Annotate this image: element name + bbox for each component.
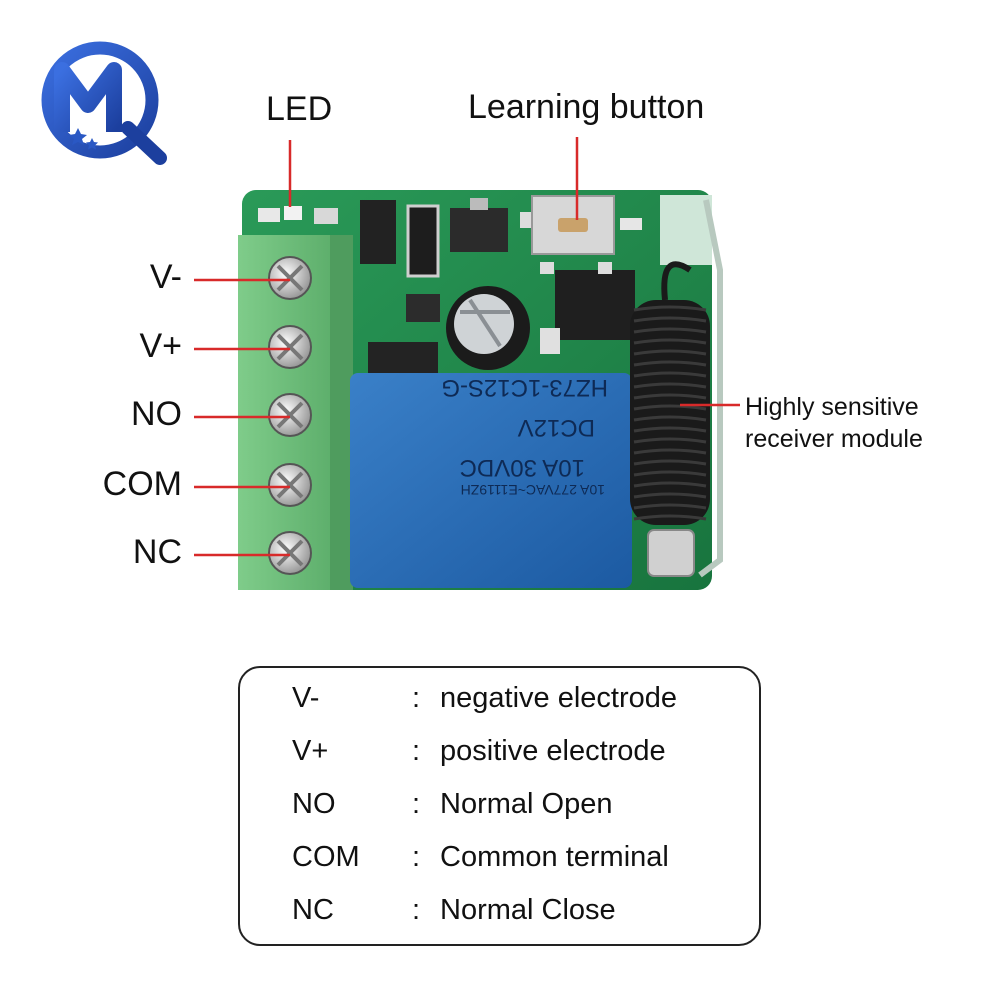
legend-colon: : (412, 735, 421, 767)
coil-turn (633, 393, 707, 400)
legend-abbr: COM (292, 841, 360, 873)
coil-turn (633, 327, 707, 334)
legend-colon: : (412, 894, 421, 926)
legend-colon: : (412, 841, 421, 873)
legend-colon: : (412, 788, 421, 820)
legend-description: positive electrode (440, 735, 666, 767)
relay-text-4: HZ73-1C12S-G (441, 374, 608, 401)
coil-turn (633, 382, 707, 389)
terminal-screw (268, 463, 312, 507)
terminal-label-vminus: V- (149, 258, 182, 296)
coil-turn (633, 481, 707, 488)
coil-turns (633, 305, 707, 521)
legend-description: Normal Close (440, 894, 616, 926)
coil-turn (633, 470, 707, 477)
coil-turn (633, 492, 707, 499)
legend-row: NC: Normal Close (240, 894, 759, 934)
terminal-screw (268, 256, 312, 300)
terminal-screw (268, 325, 312, 369)
coil-turn (633, 415, 707, 422)
terminal-screw (268, 531, 312, 575)
legend-abbr: NO (292, 788, 336, 820)
legend-row: V-: negative electrode (240, 682, 759, 722)
coil-turn (633, 448, 707, 455)
legend-abbr: V+ (292, 735, 329, 767)
coil-turn (633, 360, 707, 367)
coil-turn (633, 338, 707, 345)
legend-abbr: NC (292, 894, 334, 926)
learning-button-label: Learning button (468, 88, 705, 126)
coil-turn (633, 503, 707, 510)
led-label: LED (266, 90, 333, 128)
coil-turn (633, 316, 707, 323)
receiver-label-line1: Highly sensitive (745, 393, 919, 421)
legend-description: Common terminal (440, 841, 669, 873)
legend-description: negative electrode (440, 682, 677, 714)
terminal-screws (268, 256, 312, 575)
relay-text-1: 10A 277VAC~E1119ZH (461, 482, 605, 498)
terminal-label-nc: NC (132, 533, 182, 571)
legend-row: COM: Common terminal (240, 841, 759, 881)
coil-turn (633, 371, 707, 378)
coil-turn (633, 514, 707, 521)
terminal-label-com: COM (102, 465, 182, 503)
legend-row: V+: positive electrode (240, 735, 759, 775)
terminal-label-vplus: V+ (139, 327, 182, 365)
brand-logo (41, 41, 167, 165)
relay-text-2: 10A 30VDC (460, 454, 585, 481)
antenna-coil (630, 199, 723, 578)
legend-description: Normal Open (440, 788, 613, 820)
coil-turn (633, 426, 707, 433)
coil-turn (633, 437, 707, 444)
coil-turn (633, 459, 707, 466)
legend-abbr: V- (292, 682, 320, 714)
terminal-screw (268, 393, 312, 437)
relay-text-3: DC12V (518, 414, 595, 441)
coil-turn (633, 305, 707, 312)
receiver-label-line2: receiver module (745, 425, 923, 453)
coil-turn (633, 404, 707, 411)
relay: 10A 277VAC~E1119ZH 10A 30VDC DC12V HZ73-… (350, 373, 632, 588)
callout-lines (288, 137, 740, 407)
terminal-callout-lines (194, 278, 290, 557)
legend-colon: : (412, 682, 421, 714)
terminal-label-no: NO (131, 395, 182, 433)
coil-turn (633, 349, 707, 356)
legend-row: NO: Normal Open (240, 788, 759, 828)
